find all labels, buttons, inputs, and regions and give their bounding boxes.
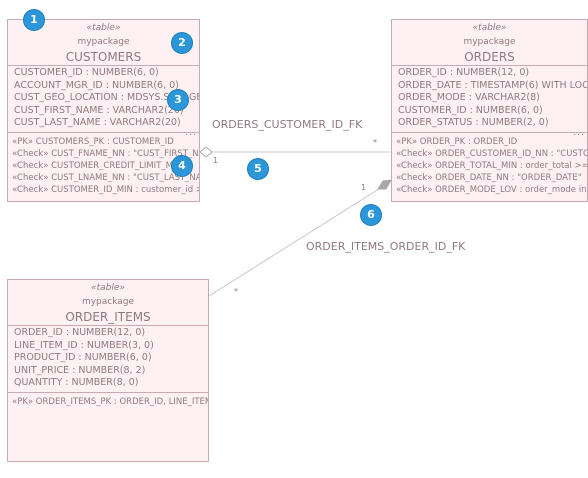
constraint-row: «PK» ORDER_ITEMS_PK : ORDER_ID, LINE_ITE… [12,396,209,407]
customers-table[interactable]: «table» mypackage CUSTOMERS CUSTOMER_ID … [7,19,200,202]
constraint-row: «Check» CUST_FNAME_NN : "CUST_FIRST_NAME… [12,148,199,159]
column-row: CUSTOMER_ID : NUMBER(6, 0) [398,104,543,116]
constraint-row: «PK» ORDER_PK : ORDER_ID [396,136,518,147]
order-items-table-name: ORDER_ITEMS [65,310,151,324]
constraint-row: «Check» ORDER_TOTAL_MIN : order_total >=… [396,160,588,171]
customers-package: mypackage [77,37,130,47]
orders-more-indicator: ... [573,128,585,138]
column-row: CUST_GEO_LOCATION : MDSYS.SDO_GEOMETRY [14,92,199,103]
orders-constraints: «PK» ORDER_PK : ORDER_ID «Check» ORDER_C… [392,133,587,198]
constraint-row: «PK» CUSTOMERS_PK : CUSTOMER_ID [12,136,174,147]
column-row: ACCOUNT_MGR_ID : NUMBER(6, 0) [14,79,179,91]
multiplicity-target: * [234,287,238,296]
orders-constraints-divider [392,131,587,133]
callout-badge: 6 [361,205,381,225]
order-items-order-fk-line [208,186,383,297]
order-items-package: mypackage [81,297,135,307]
constraint-row: «Check» CUSTOMER_ID_MIN : customer_id > … [12,184,200,195]
multiplicity-source: 1 [361,183,367,192]
callout-badge: 3 [168,90,188,110]
multiplicity-source: 1 [213,156,219,165]
order-items-stereotype: «table» [91,283,125,293]
column-row: CUST_LAST_NAME : VARCHAR2(20) [14,117,181,128]
order-items-constraints-divider [8,391,208,393]
fk-label-orders-customer: ORDERS_CUSTOMER_ID_FK [212,118,363,131]
order-items-columns-divider [8,325,208,326]
constraint-row: «Check» ORDER_MODE_LOV : order_mode in [396,184,587,195]
constraint-row: «Check» ORDER_DATE_NN : "ORDER_DATE" [396,172,582,183]
column-row: CUSTOMER_ID : NUMBER(6, 0) [14,67,159,78]
customers-columns-divider [8,65,199,66]
fk-label-order-items-order: ORDER_ITEMS_ORDER_ID_FK [306,240,466,253]
orders-table-name: ORDERS [464,50,515,64]
column-row: ORDER_DATE : TIMESTAMP(6) WITH LOCAL TIM… [398,79,587,91]
callout-badge: 2 [172,33,192,53]
customers-table-name: CUSTOMERS [65,50,142,64]
orders-columns: ORDER_ID : NUMBER(12, 0) ORDER_DATE : TI… [392,66,587,132]
customers-more-indicator: ... [185,128,197,138]
order-items-columns: ORDER_ID : NUMBER(12, 0) LINE_ITEM_ID : … [8,326,208,392]
constraint-row: «Check» ORDER_CUSTOMER_ID_NN : "CUSTOMER… [396,148,588,159]
column-row: PRODUCT_ID : NUMBER(6, 0) [14,352,152,363]
column-row: ORDER_STATUS : NUMBER(2, 0) [398,117,549,128]
order-items-constraints: «PK» ORDER_ITEMS_PK : ORDER_ID, LINE_ITE… [8,393,208,410]
orders-columns-divider [392,65,587,66]
column-row: UNIT_PRICE : NUMBER(8, 2) [14,364,146,376]
customers-stereotype: «table» [86,23,121,33]
callout-badge: 1 [24,10,44,30]
order-items-table[interactable]: «table» mypackage ORDER_ITEMS ORDER_ID :… [7,279,209,462]
column-row: LINE_ITEM_ID : NUMBER(3, 0) [14,339,154,351]
orders-package: mypackage [463,37,516,47]
constraint-row: «Check» CUSTOMER_CREDIT_LIMIT_MAX [12,160,185,171]
column-row: CUST_FIRST_NAME : VARCHAR2(20) [14,104,184,116]
customers-constraints-divider [8,131,199,133]
column-row: ORDER_ID : NUMBER(12, 0) [398,67,530,78]
column-row: QUANTITY : NUMBER(8, 0) [14,377,139,388]
orders-table[interactable]: «table» mypackage ORDERS ORDER_ID : NUMB… [391,19,588,202]
column-row: ORDER_ID : NUMBER(12, 0) [14,327,146,338]
customers-columns: CUSTOMER_ID : NUMBER(6, 0) ACCOUNT_MGR_I… [8,66,199,132]
aggregation-diamond-hollow [199,146,213,158]
callout-badge: 5 [248,159,268,179]
composition-diamond-filled [377,179,392,190]
column-row: ORDER_MODE : VARCHAR2(8) [398,92,540,103]
callout-badge: 4 [172,156,192,176]
constraint-row: «Check» CUST_LNAME_NN : "CUST_LAST_NAME" [12,172,200,183]
customers-constraints: «PK» CUSTOMERS_PK : CUSTOMER_ID «Check» … [8,133,199,198]
multiplicity-target: * [373,138,377,147]
orders-stereotype: «table» [472,23,507,33]
